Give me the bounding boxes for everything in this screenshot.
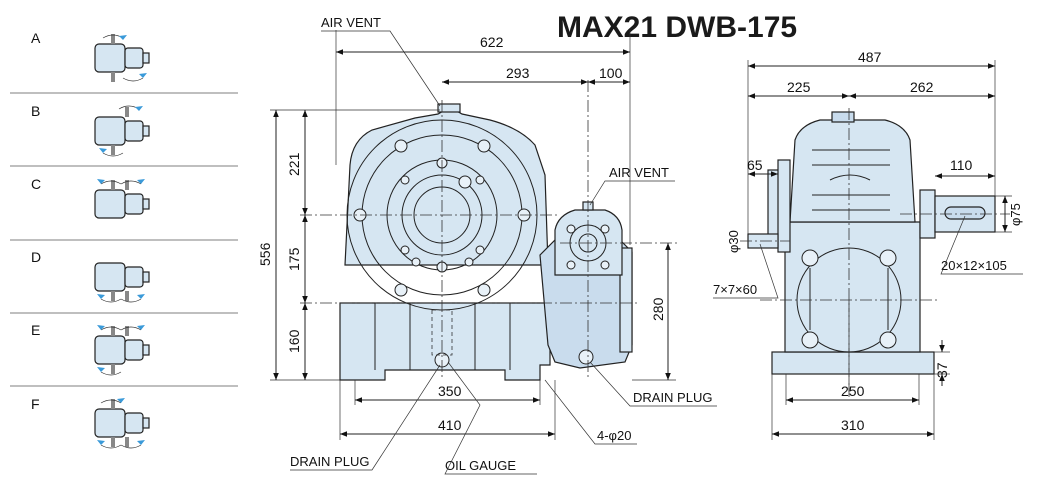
- mount-label-b: B: [31, 103, 40, 119]
- label-drain-plug-bottom: DRAIN PLUG: [290, 454, 369, 469]
- dim-front-410: 410: [438, 417, 462, 433]
- dim-side-225: 225: [787, 79, 811, 95]
- dim-side-487: 487: [858, 49, 882, 65]
- dim-side-310: 310: [841, 417, 865, 433]
- mounting-positions: A B C D E F: [10, 30, 238, 449]
- mount-label-f: F: [31, 396, 40, 412]
- dim-front-293: 293: [506, 65, 530, 81]
- dim-front-221: 221: [286, 152, 302, 176]
- drawing-title: MAX21 DWB-175: [557, 11, 797, 44]
- label-air-vent-top: AIR VENT: [321, 15, 381, 30]
- label-drain-plug-right: DRAIN PLUG: [633, 390, 712, 405]
- dim-side-65: 65: [747, 157, 763, 173]
- dim-side-37: 37: [934, 362, 950, 378]
- mount-label-a: A: [31, 30, 41, 46]
- dim-side-250: 250: [841, 383, 865, 399]
- mount-label-e: E: [31, 322, 40, 338]
- dim-front-160: 160: [286, 329, 302, 353]
- dim-front-280: 280: [650, 297, 666, 321]
- label-shaft-small: φ30: [726, 230, 741, 253]
- label-key-large: 20×12×105: [941, 258, 1007, 273]
- dim-side-262: 262: [910, 79, 934, 95]
- dim-front-175: 175: [286, 247, 302, 271]
- mount-icon-d: [94, 262, 150, 303]
- mount-icon-b: [94, 105, 150, 157]
- mount-icon-a: [94, 34, 150, 82]
- dim-front-622: 622: [480, 34, 504, 50]
- dim-side-110: 110: [950, 157, 973, 173]
- front-view: 622 293 100 556 221 175 160 280 350 410 …: [257, 15, 717, 475]
- dim-front-100: 100: [599, 65, 623, 81]
- dim-front-556: 556: [257, 242, 273, 266]
- label-air-vent-side: AIR VENT: [609, 165, 669, 180]
- dim-front-350: 350: [438, 383, 462, 399]
- mount-label-d: D: [31, 249, 41, 265]
- mount-icon-c: [94, 179, 150, 219]
- label-oil-gauge: OIL GAUGE: [445, 458, 516, 473]
- mount-label-c: C: [31, 176, 41, 192]
- mount-icon-f: [94, 398, 150, 449]
- label-shaft-large: φ75: [1008, 203, 1023, 226]
- mount-icon-e: [94, 325, 150, 376]
- label-key-small: 7×7×60: [713, 282, 757, 297]
- label-bolt-holes: 4-φ20: [597, 428, 631, 443]
- side-view: 487 225 262 65 110 φ75 φ30 7×7×60 20×12×…: [713, 49, 1023, 440]
